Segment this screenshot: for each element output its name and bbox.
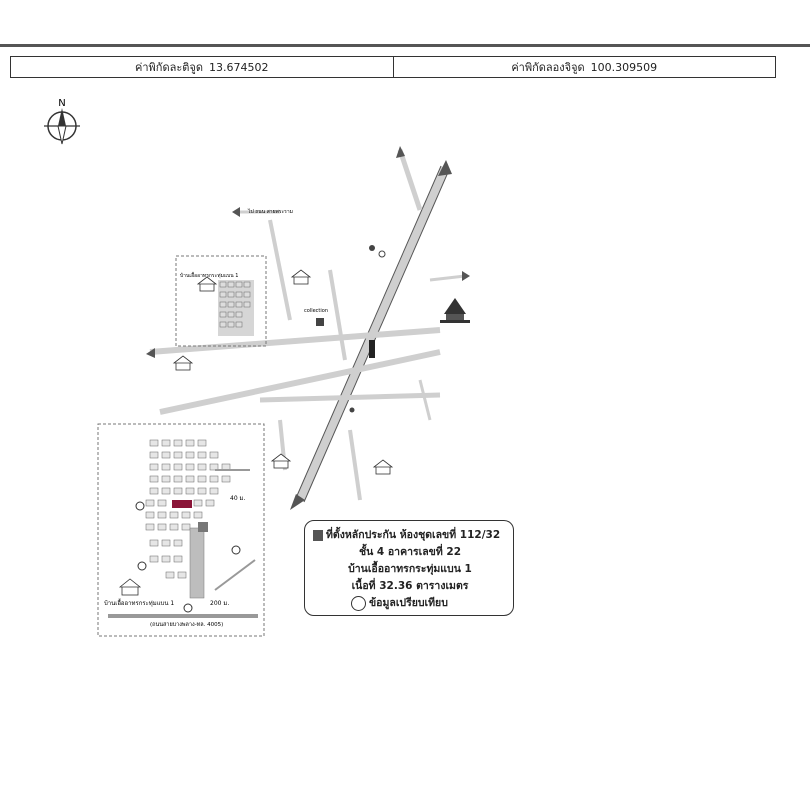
arrow-down-icon <box>290 494 305 510</box>
facility-marker <box>198 522 208 532</box>
landmark-house-3-icon <box>372 459 394 475</box>
legend-line2: ชั้น 4 อาคารเลขที่ 22 <box>358 546 462 558</box>
lower-building-grid <box>145 439 231 579</box>
compare-circle-2 <box>137 561 147 571</box>
legend-line5: ข้อมูลเปรียบเทียบ <box>369 597 448 609</box>
subject-property-marker <box>172 500 192 508</box>
temple-icon <box>440 298 470 323</box>
legend-box: ที่ตั้งหลักประกัน ห้องชุดเลขที่ 112/32 ช… <box>304 520 514 616</box>
longitude-label: ค่าพิกัดลองจิจูด <box>511 61 585 74</box>
longitude-cell: ค่าพิกัดลองจิจูด 100.309509 <box>392 57 776 77</box>
top-border-line <box>0 44 810 47</box>
poi-dot-2 <box>349 407 355 413</box>
longitude-value: 100.309509 <box>590 60 658 74</box>
comparison-circle-icon <box>351 596 366 611</box>
parking-area <box>189 527 205 599</box>
distance-label: 40 ม. <box>230 495 245 502</box>
building-blocks <box>219 281 251 328</box>
legend-line1-prefix: ที่ตั้งหลักประกัน <box>326 529 397 541</box>
house-icon <box>196 276 218 292</box>
bottom-road-label: (ถนนสายบางพลาง-ทล. 4005) <box>150 621 223 628</box>
road-network <box>149 210 466 501</box>
arrow-west-icon <box>232 207 240 217</box>
collateral-square-icon <box>313 530 323 541</box>
compass-icon: N <box>44 98 80 145</box>
arrow-up-icon <box>438 160 452 176</box>
upper-village-inset: บ้านเอื้ออาทรกระทุ่มแบน 1 <box>175 255 267 347</box>
legend-line3: บ้านเอื้ออาทรกระทุ่มแบน 1 <box>348 563 472 575</box>
latitude-cell: ค่าพิกัดละติจูด 13.674502 <box>11 57 393 77</box>
legend-row-2: ชั้น 4 อาคารเลขที่ 22 <box>313 544 507 561</box>
lower-house-icon <box>118 578 142 596</box>
lower-village-label: บ้านเอื้ออาทรกระทุ่มแบน 1 <box>104 597 174 607</box>
landmark-house-2-icon <box>172 355 194 371</box>
upper-village-label: บ้านเอื้ออาทรกระทุ่มแบน 1 <box>180 270 238 279</box>
shop-marker <box>316 318 324 326</box>
landmark-house-4-icon <box>270 453 292 469</box>
legend-line4: เนื้อที่ 32.36 ตารางเมตร <box>351 580 469 592</box>
poi-dot <box>369 245 375 251</box>
ice-road-label: ไป ถนน สายพระราม <box>247 208 293 215</box>
lower-village-inset: 40 ม. 200 ม. บ้านเอื้ออาทรกระทุ่มแบน 1 (… <box>97 423 265 637</box>
collection-label: collection <box>304 308 328 314</box>
compare-circle-1 <box>135 501 145 511</box>
distance-2-label: 200 ม. <box>210 600 229 607</box>
compare-circle-3 <box>231 545 241 555</box>
landmark-house-icon <box>290 269 312 285</box>
arrow-west-2-icon <box>146 348 155 358</box>
compare-circle-4 <box>183 603 193 613</box>
poi-circle <box>378 250 386 258</box>
arrow-north-icon <box>396 146 405 158</box>
road-north <box>397 149 423 211</box>
latitude-label: ค่าพิกัดละติจูด <box>135 61 203 74</box>
bridge-marker <box>369 340 375 358</box>
arrow-east-icon <box>462 271 470 281</box>
legend-row-4: เนื้อที่ 32.36 ตารางเมตร <box>313 578 507 595</box>
legend-row-1: ที่ตั้งหลักประกัน ห้องชุดเลขที่ 112/32 <box>313 527 507 544</box>
legend-row-5: ข้อมูลเปรียบเทียบ <box>313 595 507 612</box>
legend-line1-suffix: ห้องชุดเลขที่ 112/32 <box>399 529 501 541</box>
latitude-value: 13.674502 <box>208 60 269 74</box>
coordinate-bar: ค่าพิกัดละติจูด 13.674502 ค่าพิกัดลองจิจ… <box>10 56 776 78</box>
legend-row-3: บ้านเอื้ออาทรกระทุ่มแบน 1 <box>313 561 507 578</box>
compass-north-label: N <box>58 98 65 109</box>
